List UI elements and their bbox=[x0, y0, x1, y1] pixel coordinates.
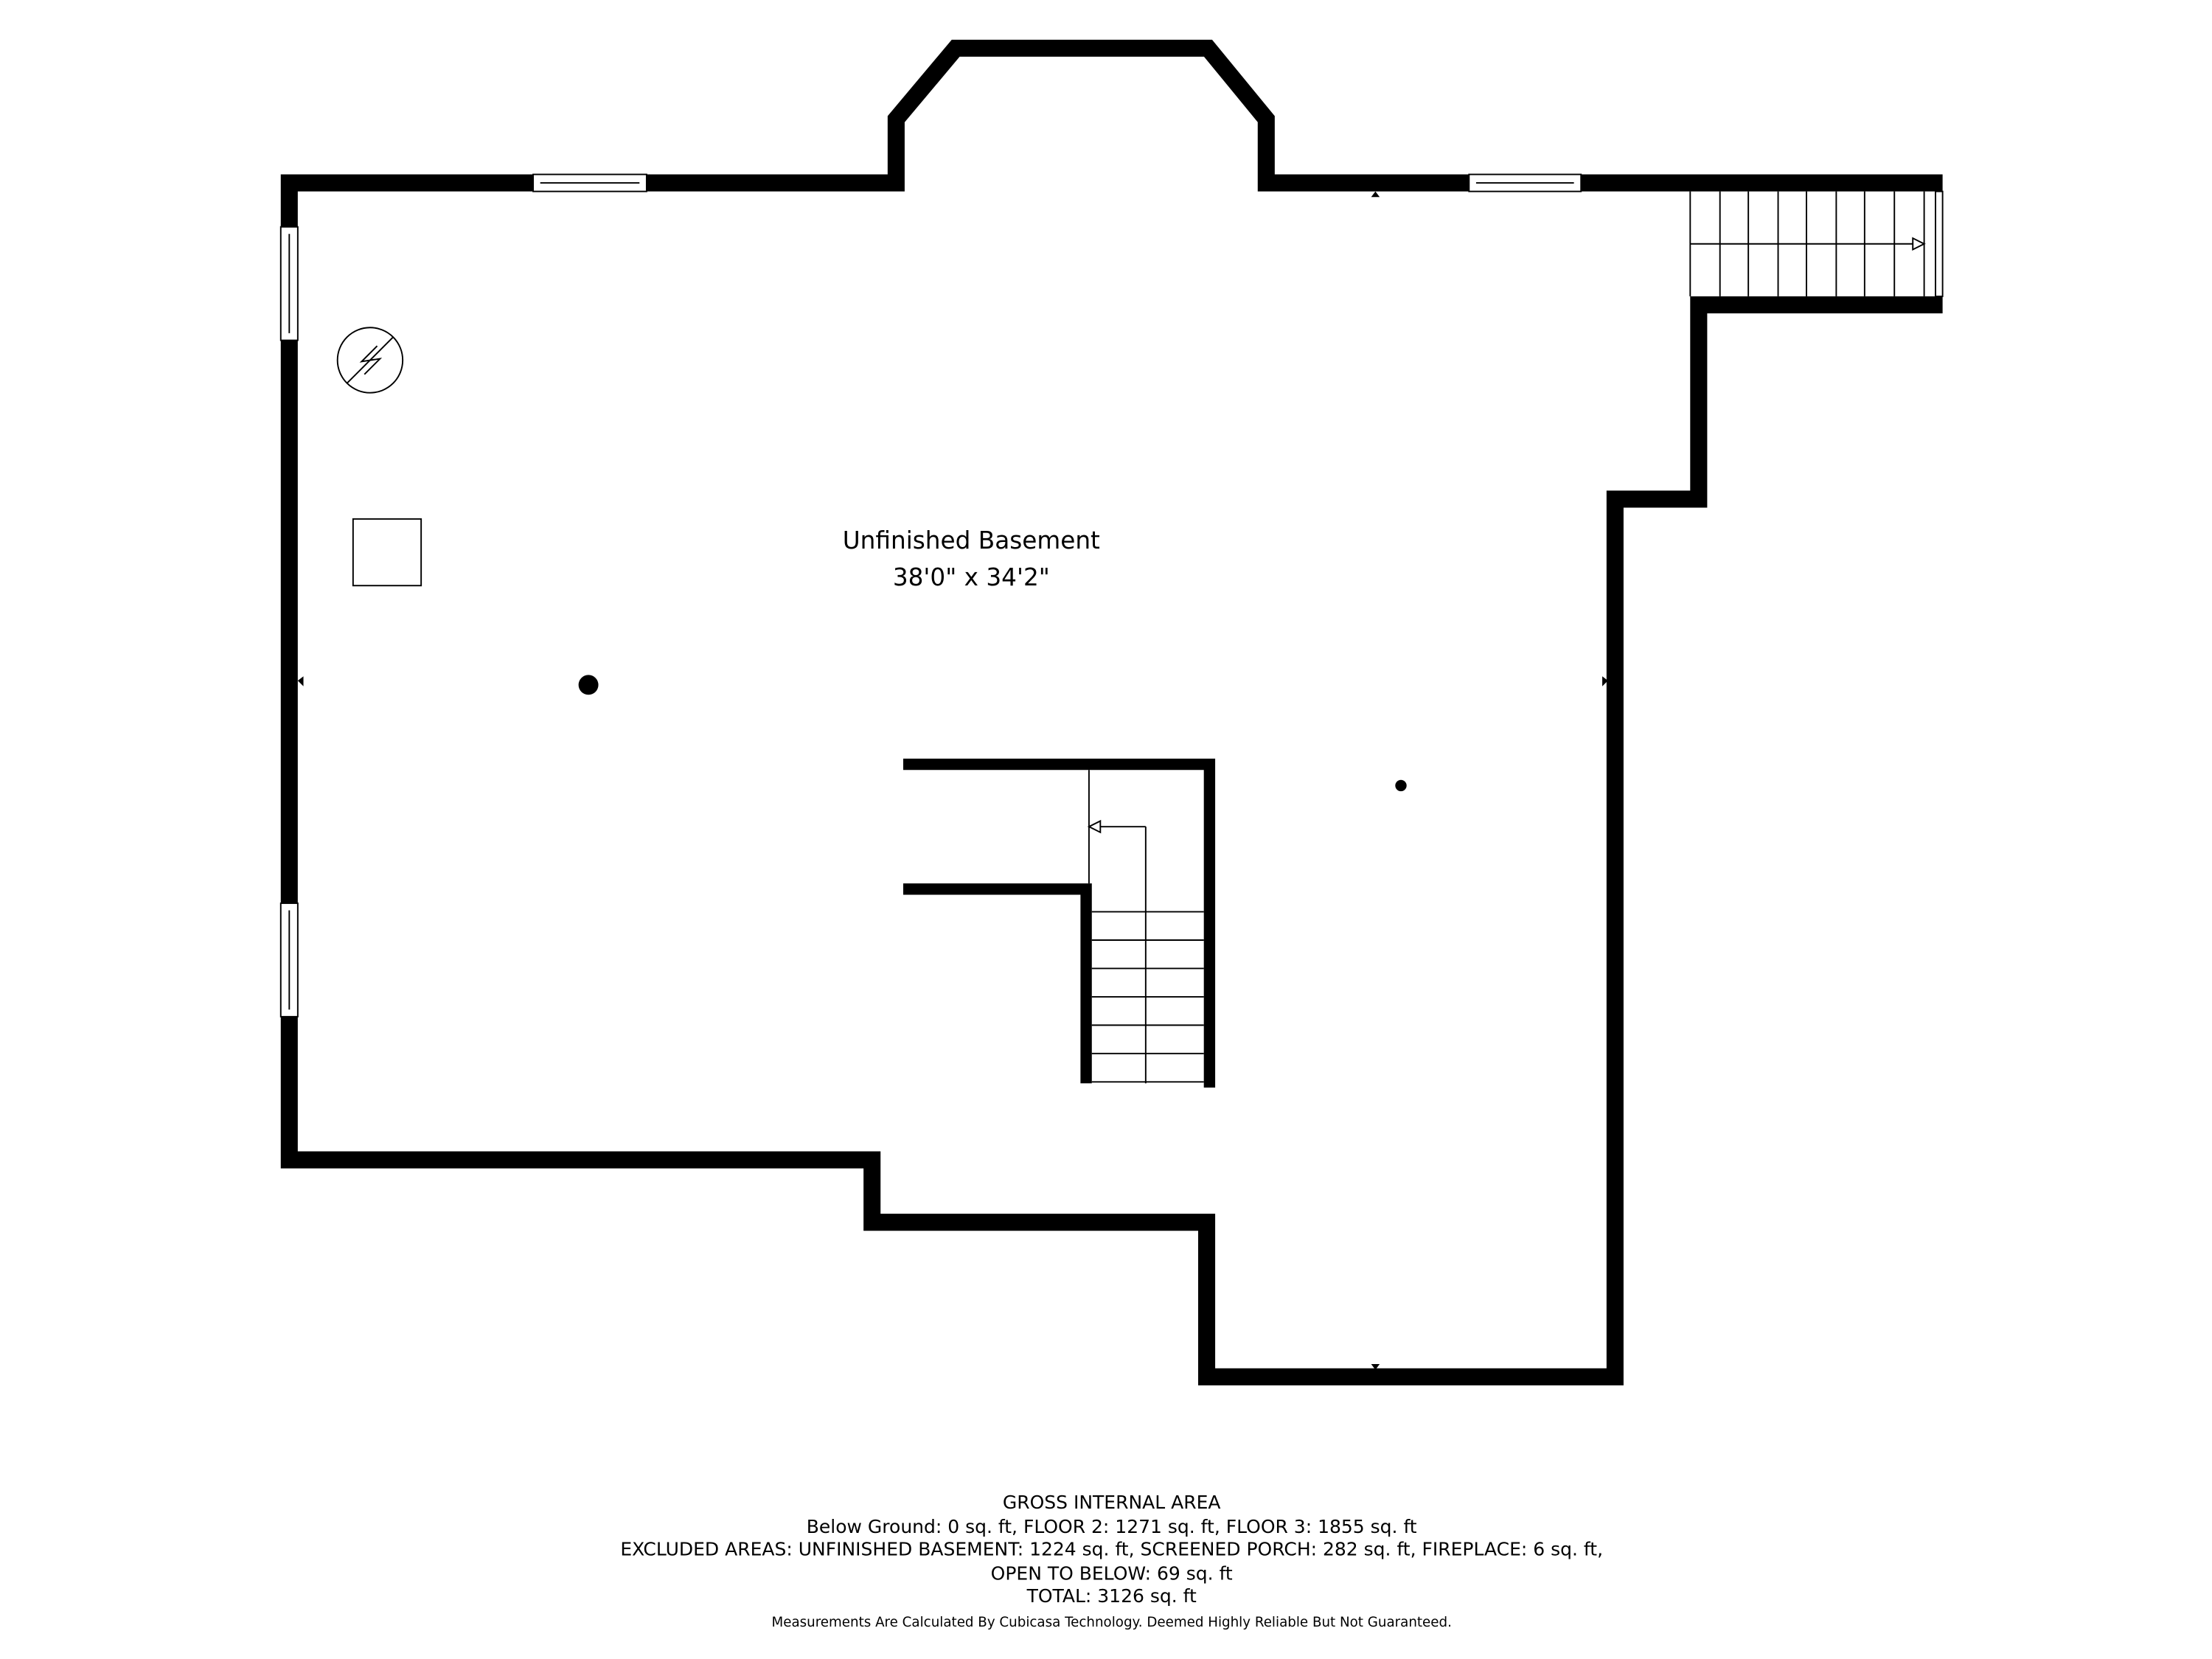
area-line-1: Below Ground: 0 sq. ft, FLOOR 2: 1271 sq… bbox=[807, 1516, 1417, 1537]
interior-stairs bbox=[1087, 770, 1204, 1084]
support-column bbox=[578, 675, 599, 695]
exterior-stairs bbox=[1689, 190, 1944, 297]
room-dimensions: 38'0" x 34'2" bbox=[893, 563, 1050, 591]
window-top-left bbox=[532, 173, 647, 192]
window-left-lower bbox=[279, 902, 299, 1018]
window-left-upper bbox=[279, 226, 299, 341]
marker-right bbox=[1602, 676, 1608, 686]
marker-left bbox=[297, 676, 304, 686]
marker-bottom bbox=[1371, 1364, 1380, 1370]
marker-top bbox=[1371, 191, 1380, 198]
electrical-panel-icon bbox=[336, 327, 404, 394]
outer-wall bbox=[280, 39, 1943, 1385]
room-name: Unfinished Basement bbox=[843, 526, 1100, 554]
stair-wall-upper bbox=[903, 758, 1216, 1088]
stair-wall-lower bbox=[903, 883, 1092, 1084]
disclaimer: Measurements Are Calculated By Cubicasa … bbox=[771, 1615, 1451, 1630]
support-column-small bbox=[1395, 779, 1407, 792]
area-line-2: EXCLUDED AREAS: UNFINISHED BASEMENT: 122… bbox=[620, 1539, 1603, 1560]
area-line-3: OPEN TO BELOW: 69 sq. ft bbox=[991, 1562, 1233, 1584]
area-total: TOTAL: 3126 sq. ft bbox=[1026, 1585, 1197, 1607]
area-heading: GROSS INTERNAL AREA bbox=[1003, 1492, 1221, 1513]
window-top-right bbox=[1468, 173, 1582, 192]
utility-box bbox=[352, 518, 422, 587]
